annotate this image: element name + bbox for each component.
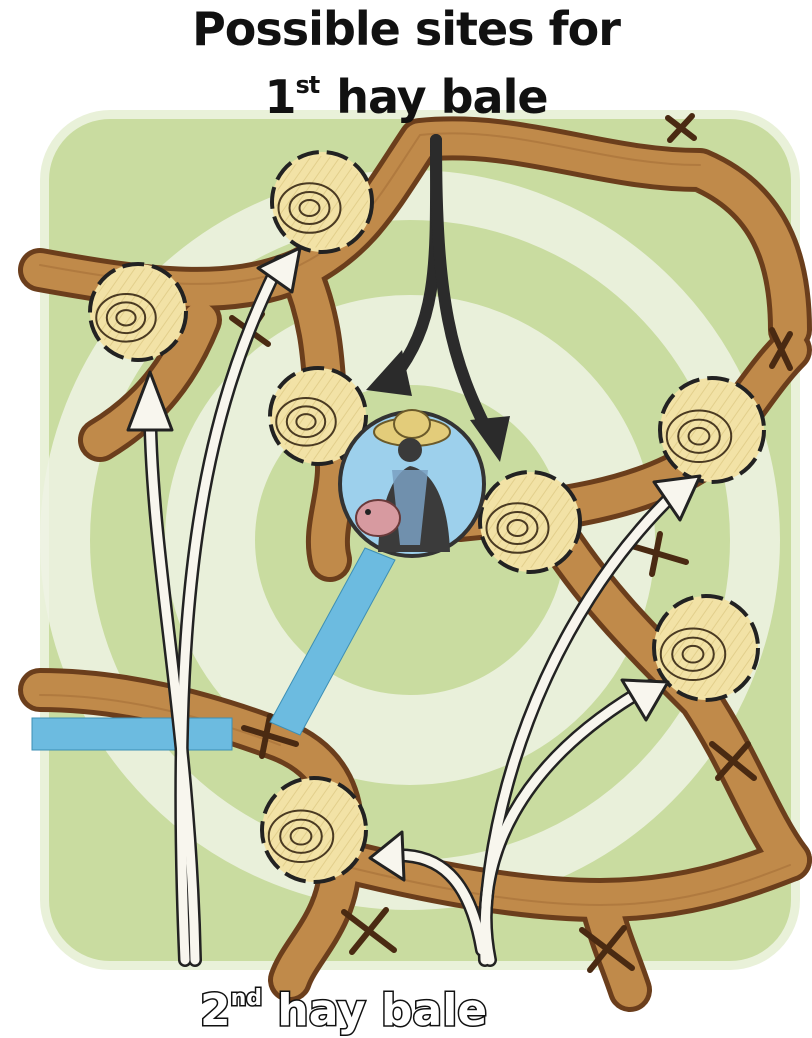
x-mark-icon (709, 741, 757, 781)
hay-bale-icon[interactable] (658, 376, 766, 484)
second-bale-arrows (126, 246, 702, 967)
heading-ordinal-suffix: st (295, 71, 320, 99)
hay-bale-icon[interactable] (478, 470, 582, 574)
x-mark-icon (241, 713, 299, 759)
heading-ordinal: 1 (264, 70, 296, 124)
x-mark-icon (665, 113, 697, 143)
hay-bale-icon[interactable] (652, 594, 760, 702)
x-mark-icon (341, 907, 397, 955)
hay-bale-icon[interactable] (268, 366, 368, 466)
heading-line-2: 1st hay bale (0, 58, 812, 124)
hay-bale-icon[interactable] (260, 776, 368, 884)
label-ordinal: 2 (199, 984, 233, 1038)
x-mark-icon (579, 925, 635, 973)
crossroad-markers (229, 113, 793, 973)
heading-text: hay bale (321, 70, 548, 124)
hay-bale-icon[interactable] (88, 262, 188, 362)
second-bale-label: 2nd hay bale (199, 972, 500, 1038)
farmer-figure-icon[interactable] (338, 409, 486, 558)
heading-line-1: Possible sites for (192, 2, 621, 56)
x-mark-icon (629, 531, 689, 577)
x-mark-icon (769, 327, 793, 371)
hay-bale-icon[interactable] (270, 150, 374, 254)
blue-fence-barrier (31, 547, 396, 751)
label-text: hay bale (262, 984, 489, 1038)
label-ordinal-suffix: nd (229, 985, 263, 1013)
first-bale-arrows (366, 134, 510, 462)
hay-bales (88, 150, 766, 884)
